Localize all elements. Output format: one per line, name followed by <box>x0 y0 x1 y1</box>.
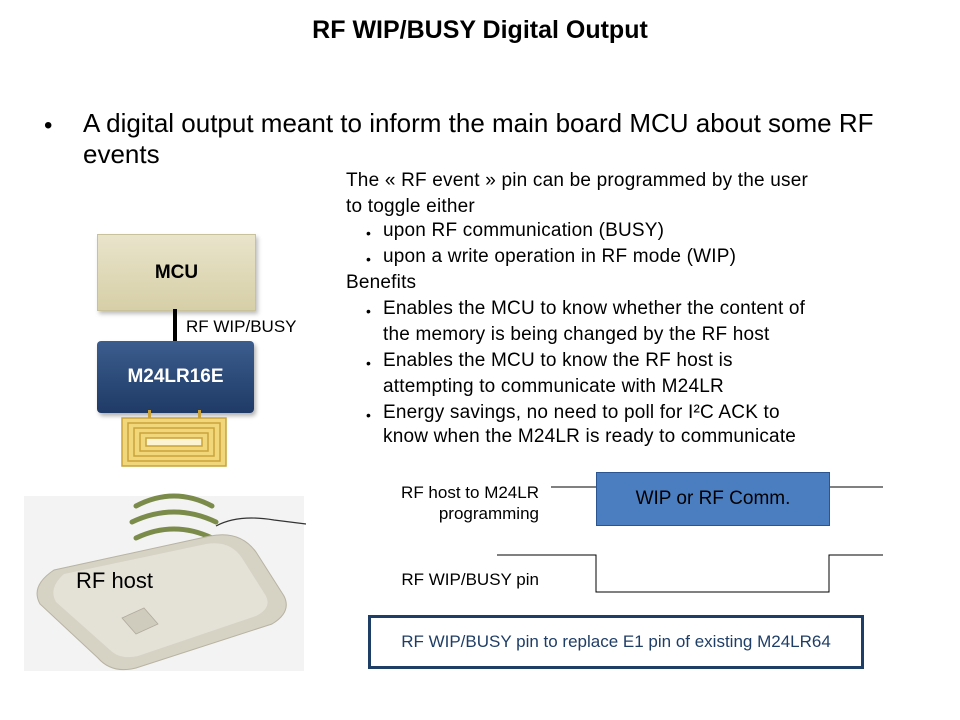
row-1-label-line-2: programming <box>438 504 539 523</box>
mcu-label: MCU <box>154 261 199 283</box>
benefit-2-bullet: • <box>366 355 372 371</box>
benefit-1-line-1: Enables the MCU to know whether the cont… <box>383 298 806 319</box>
benefit-1-line-2: the memory is being changed by the RF ho… <box>383 324 770 345</box>
benefit-3-bullet: • <box>366 407 372 423</box>
wip-rf-comm-block: WIP or RF Comm. <box>596 472 830 526</box>
bullet-marker: • <box>44 112 53 139</box>
benefit-2-line-2: attempting to communicate with M24LR <box>383 376 724 397</box>
mcu-block: MCU <box>97 234 256 311</box>
benefit-3-line-2: know when the M24LR is ready to communic… <box>383 426 797 447</box>
pin-connector-line <box>173 309 177 343</box>
row-1-label-line-1: RF host to M24LR <box>401 483 539 502</box>
bullet-text: A digital output meant to inform the mai… <box>83 108 874 169</box>
option-busy: upon RF communication (BUSY) <box>383 220 665 241</box>
row-2-busy-waveform <box>497 554 883 593</box>
slide-title: RF WIP/BUSY Digital Output <box>312 16 648 44</box>
option-2-bullet: • <box>366 251 372 267</box>
rf-host-label: RF host <box>76 568 154 593</box>
benefit-1-bullet: • <box>366 303 372 319</box>
info-line-1: The « RF event » pin can be programmed b… <box>346 170 809 191</box>
pin-label-line-1: RF WIP/BUSY <box>186 317 297 336</box>
rf-host-reader-icon <box>24 493 306 671</box>
benefit-2-line-1: Enables the MCU to know the RF host is <box>383 350 733 371</box>
option-1-bullet: • <box>366 225 372 241</box>
option-wip: upon a write operation in RF mode (WIP) <box>383 246 737 267</box>
antenna-coil-icon <box>121 410 227 467</box>
benefit-3-line-1: Energy savings, no need to poll for I²C … <box>383 402 780 423</box>
replacement-note: RF WIP/BUSY pin to replace E1 pin of exi… <box>401 632 831 651</box>
wip-rf-comm-label: WIP or RF Comm. <box>635 488 791 509</box>
m24lr-chip-block: M24LR16E <box>97 341 254 413</box>
replacement-note-box: RF WIP/BUSY pin to replace E1 pin of exi… <box>368 615 864 669</box>
info-line-2: to toggle either <box>346 196 475 217</box>
row-2-label: RF WIP/BUSY pin <box>401 570 539 589</box>
chip-label: M24LR16E <box>127 366 224 387</box>
row-1-label: RF host to M24LR programming <box>340 482 539 524</box>
benefits-heading: Benefits <box>346 272 417 293</box>
